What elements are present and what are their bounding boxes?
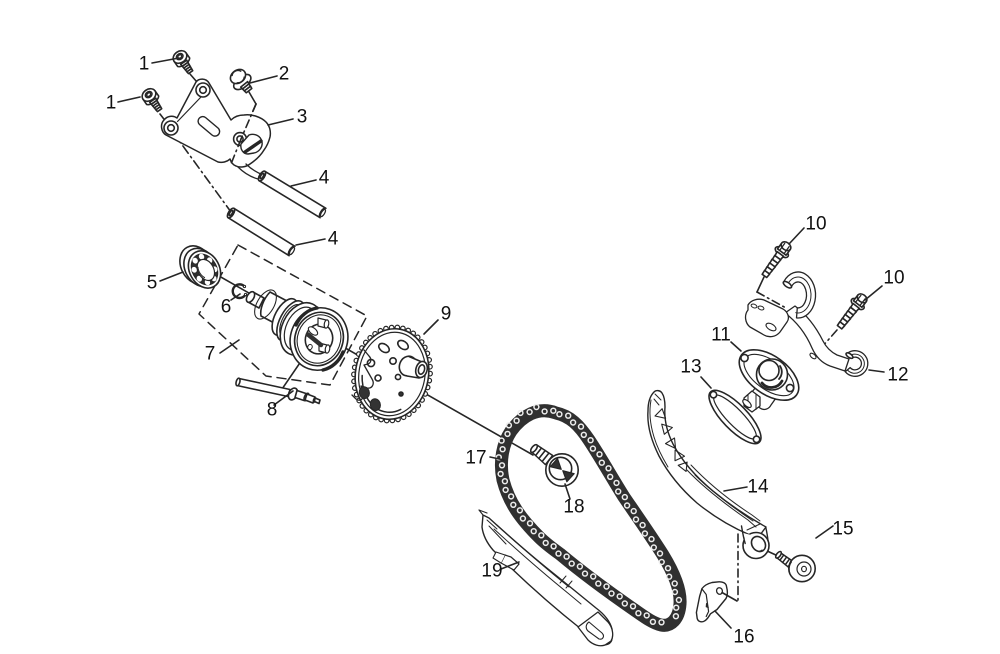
- svg-text:18: 18: [563, 497, 584, 518]
- svg-text:11: 11: [711, 325, 731, 346]
- svg-text:10: 10: [883, 268, 904, 289]
- svg-text:1: 1: [139, 54, 150, 75]
- svg-text:4: 4: [328, 229, 339, 250]
- svg-text:7: 7: [205, 344, 216, 365]
- svg-text:12: 12: [887, 365, 908, 386]
- svg-text:6: 6: [221, 297, 232, 318]
- svg-text:13: 13: [680, 357, 701, 378]
- svg-text:15: 15: [832, 519, 853, 540]
- svg-text:2: 2: [279, 64, 290, 85]
- svg-text:3: 3: [297, 107, 308, 128]
- svg-text:1: 1: [106, 93, 117, 114]
- svg-text:17: 17: [465, 448, 486, 469]
- svg-text:10: 10: [805, 214, 826, 235]
- svg-text:8: 8: [267, 400, 278, 421]
- svg-text:14: 14: [747, 477, 769, 498]
- svg-text:4: 4: [319, 168, 330, 189]
- svg-text:16: 16: [733, 627, 754, 648]
- svg-text:19: 19: [481, 561, 502, 582]
- svg-text:9: 9: [441, 304, 452, 325]
- svg-text:5: 5: [147, 273, 158, 294]
